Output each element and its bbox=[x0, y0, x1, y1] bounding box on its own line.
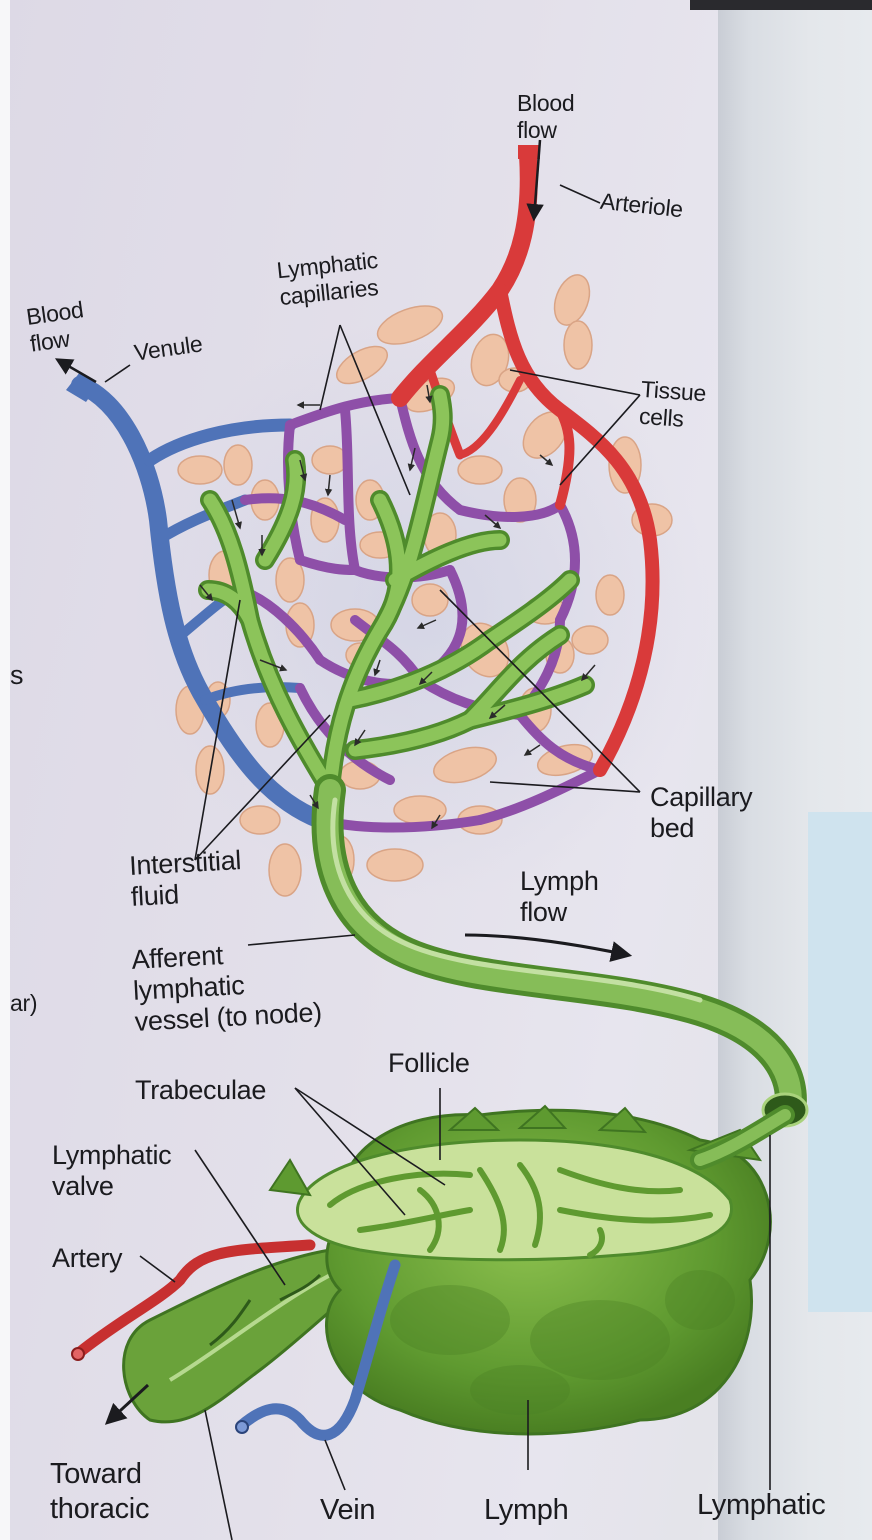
lymph-node bbox=[124, 1106, 785, 1434]
label-lymphatic: Lymphatic bbox=[697, 1488, 825, 1523]
label-follicle: Follicle bbox=[388, 1048, 470, 1079]
label-trabeculae: Trabeculae bbox=[135, 1075, 266, 1106]
label-blood-flow-left: Blood flow bbox=[25, 296, 89, 357]
label-afferent-lymphatic-vessel: Afferent lymphatic vessel (to node) bbox=[131, 935, 323, 1038]
label-vein: Vein bbox=[320, 1493, 375, 1528]
arteriole-cut-end bbox=[518, 145, 540, 159]
label-lymphatic-valve: Lymphatic valve bbox=[52, 1140, 171, 1202]
label-lymph: Lymph bbox=[484, 1493, 568, 1528]
label-toward-thoracic: Toward thoracic bbox=[50, 1457, 149, 1527]
margin-text-s: s bbox=[10, 660, 23, 691]
label-artery: Artery bbox=[52, 1243, 122, 1274]
vein-cut-end bbox=[236, 1421, 248, 1433]
margin-text-ar: ar) bbox=[10, 990, 37, 1017]
artery-cut-end bbox=[72, 1348, 84, 1360]
label-lymph-flow: Lymph flow bbox=[520, 866, 599, 928]
label-capillary-bed: Capillary bed bbox=[650, 782, 752, 844]
label-blood-flow-top: Blood flow bbox=[517, 90, 574, 144]
lymph-flow-arrow bbox=[465, 935, 628, 955]
label-tissue-cells: Tissue cells bbox=[638, 376, 707, 434]
label-lymphatic-capillaries: Lymphatic capillaries bbox=[275, 247, 381, 311]
label-interstitial-fluid: Interstitial fluid bbox=[128, 845, 243, 913]
